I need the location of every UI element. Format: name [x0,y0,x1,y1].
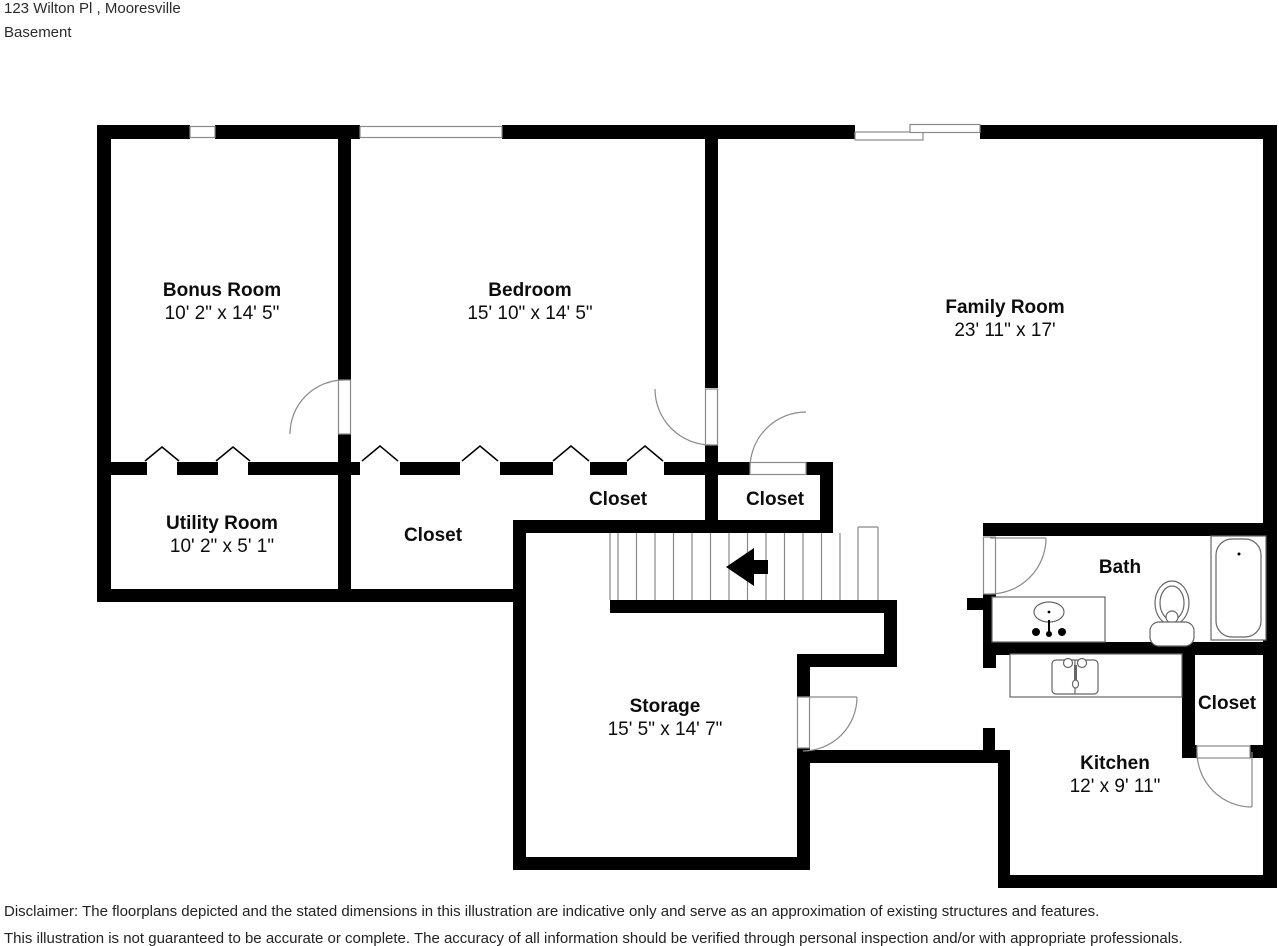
property-address: 123 Wilton Pl , Mooresville [4,0,181,17]
doors [289,379,1253,808]
walls [97,125,1277,888]
room-dims: 12' x 9' 11" [1069,776,1161,797]
door-panel [749,461,807,476]
label-bath: Bath [1099,556,1141,579]
door-panel [982,536,997,595]
room-dims: 10' 2" x 14' 5" [164,303,280,324]
kitchen-fixtures [1009,653,1183,698]
label-closet-2: Closet [589,488,647,511]
door-swing-icon [989,537,1047,595]
doorway-opening-marks [144,445,664,462]
disclaimer-line-2: This illustration is not guaranteed to b… [4,930,1183,946]
room-dims: 15' 5" x 14' 7" [607,719,723,740]
label-closet-3: Closet [746,488,804,511]
window-icon [189,125,216,139]
room-name: Closet [745,489,805,510]
label-family-room: Family Room 23' 11" x 17' [945,296,1064,342]
door-swing-icon [1196,751,1253,808]
door-panel [1196,745,1251,759]
label-closet-4: Closet [1198,692,1256,715]
bath-fixtures [991,535,1267,647]
door-panel [796,696,811,749]
room-dims: 15' 10" x 14' 5" [467,303,593,324]
room-name: Bonus Room [162,280,282,301]
room-name: Kitchen [1080,753,1150,774]
floor-title: Basement [4,24,72,41]
bathtub-icon [1210,535,1267,641]
disclaimer-line-1: Disclaimer: The floorplans depicted and … [4,903,1100,920]
sliding-door-icon [854,131,924,141]
stairs-arrow-icon [726,548,768,586]
door-panel [704,388,719,446]
windows [189,123,981,141]
room-name: Bedroom [488,280,572,301]
door-swing-icon [802,696,858,752]
room-dims: 10' 2" x 5' 1" [169,536,275,557]
label-closet-1: Closet [404,524,462,547]
door-panel [337,379,352,435]
room-name: Bath [1098,557,1142,578]
room-name: Closet [403,525,463,546]
label-storage: Storage 15' 5" x 14' 7" [608,695,723,741]
door-swing-icon [749,411,807,469]
window-icon [359,125,503,139]
room-name: Utility Room [166,513,278,534]
room-dims: 23' 11" x 17' [954,320,1056,341]
toilet-icon [1149,580,1195,647]
label-kitchen: Kitchen 12' x 9' 11" [1070,752,1161,798]
room-name: Closet [588,489,648,510]
sliding-door-icon [909,123,981,134]
room-name: Closet [1197,693,1257,714]
room-name: Family Room [945,297,1065,318]
label-bonus-room: Bonus Room 10' 2" x 14' 5" [163,279,281,325]
kitchen-sink-icon [1051,657,1099,695]
label-utility-room: Utility Room 10' 2" x 5' 1" [166,512,278,558]
room-name: Storage [629,696,701,717]
label-bedroom: Bedroom 15' 10" x 14' 5" [467,279,592,325]
door-swing-icon [289,379,345,435]
staircase [609,526,879,600]
door-swing-icon [654,388,712,446]
vanity-sink-icon [991,596,1106,643]
